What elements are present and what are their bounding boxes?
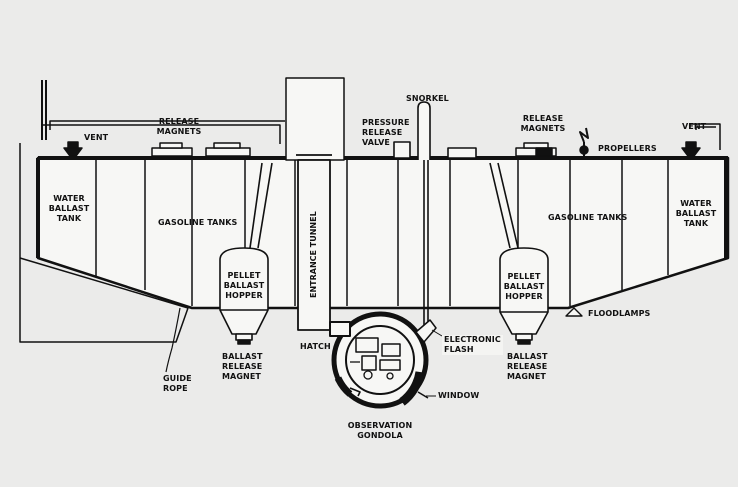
propellers-label: PROPELLERS: [598, 144, 657, 153]
pellet-ballast-hopper-label-right: PELLET BALLAST HOPPER: [500, 272, 548, 302]
float-hull: [36, 156, 730, 310]
right-hopper: [489, 162, 549, 345]
water-ballast-tank-label-right: WATER BALLAST TANK: [670, 199, 722, 229]
conning-tower: [285, 77, 345, 161]
gasoline-tanks-label-left: GASOLINE TANKS: [158, 218, 238, 227]
vent-label-left: VENT: [84, 133, 109, 142]
ballast-release-magnet-left-line-3: MAGNET: [222, 372, 261, 381]
snorkel-label: SNORKEL: [406, 94, 449, 103]
electronic-flash-line-2: FLASH: [444, 345, 474, 354]
electronic-flash-label: ELECTRONIC FLASH: [442, 335, 503, 355]
water-ballast-tank-right-line-1: WATER: [680, 199, 712, 208]
entrance-tunnel-shaft: [296, 154, 332, 331]
observation-gondola-sphere: [329, 311, 429, 409]
window-label: WINDOW: [438, 391, 480, 400]
release-magnets-left-line-1: RELEASE: [158, 117, 200, 126]
guide-rope-line: [165, 307, 181, 373]
guide-rails: [41, 80, 47, 140]
entrance-tunnel-label: ENTRANCE TUNNEL: [309, 211, 318, 298]
vent-label-right: VENT: [682, 122, 707, 131]
leader-lines: [426, 329, 443, 397]
ballast-release-magnet-left-line-1: BALLAST: [222, 352, 263, 361]
observation-gondola-line-1: OBSERVATION: [347, 421, 413, 430]
pellet-ballast-hopper-right-line-2: BALLAST: [503, 282, 545, 291]
water-ballast-tank-right-line-2: BALLAST: [675, 209, 717, 218]
left-hopper: [219, 162, 273, 345]
ballast-release-magnet-right-line-2: RELEASE: [507, 362, 548, 371]
gasoline-tanks-label-right: GASOLINE TANKS: [548, 213, 628, 222]
release-magnets-label-left: RELEASE MAGNETS: [150, 117, 208, 137]
water-ballast-tank-left-line-3: TANK: [56, 214, 82, 223]
hatch-label: HATCH: [300, 342, 331, 351]
electronic-flash-line-1: ELECTRONIC: [444, 335, 501, 344]
left-deck-fittings: [63, 141, 251, 157]
water-ballast-tank-right-line-3: TANK: [683, 219, 709, 228]
ballast-release-magnet-right-line-3: MAGNET: [507, 372, 546, 381]
pressure-release-valve-label: PRESSURE RELEASE VALVE: [362, 118, 410, 148]
pellet-ballast-hopper-label-left: PELLET BALLAST HOPPER: [220, 271, 268, 301]
pellet-ballast-hopper-right-line-3: HOPPER: [505, 292, 543, 301]
pellet-ballast-hopper-left-line-1: PELLET: [227, 271, 261, 280]
pressure-release-valve-line-1: PRESSURE: [362, 118, 410, 127]
release-magnets-label-right: RELEASE MAGNETS: [514, 114, 572, 134]
flash-and-window: [415, 319, 437, 399]
guide-rope-line-2: ROPE: [163, 384, 188, 393]
right-deck-fittings: [515, 127, 701, 158]
release-magnets-right-line-1: RELEASE: [522, 114, 564, 123]
observation-gondola-label: OBSERVATION GONDOLA: [340, 421, 420, 441]
pellet-ballast-hopper-right-line-1: PELLET: [507, 272, 541, 281]
valve-and-snorkel: [393, 101, 477, 330]
floodlamps-label: FLOODLAMPS: [588, 309, 651, 318]
pressure-release-valve-line-3: VALVE: [362, 138, 390, 147]
ballast-release-magnet-label-right: BALLAST RELEASE MAGNET: [507, 352, 548, 382]
ballast-release-magnet-label-left: BALLAST RELEASE MAGNET: [222, 352, 263, 382]
release-magnets-right-line-2: MAGNETS: [520, 124, 566, 133]
guide-rope-line-1: GUIDE: [163, 374, 192, 383]
release-magnets-left-line-2: MAGNETS: [156, 127, 202, 136]
floodlamp-icon: [565, 307, 583, 317]
pellet-ballast-hopper-left-line-3: HOPPER: [225, 291, 263, 300]
ballast-release-magnet-left-line-2: RELEASE: [222, 362, 263, 371]
guide-rope-label: GUIDE ROPE: [163, 374, 192, 394]
ballast-release-magnet-right-line-1: BALLAST: [507, 352, 548, 361]
water-ballast-tank-left-line-1: WATER: [53, 194, 85, 203]
water-ballast-tank-left-line-2: BALLAST: [48, 204, 90, 213]
pressure-release-valve-line-2: RELEASE: [362, 128, 403, 137]
water-ballast-tank-label-left: WATER BALLAST TANK: [44, 194, 94, 224]
deck-rails: [41, 120, 721, 150]
bow-deck: [19, 143, 189, 343]
pellet-ballast-hopper-left-line-2: BALLAST: [223, 281, 265, 290]
observation-gondola-line-2: GONDOLA: [357, 431, 403, 440]
